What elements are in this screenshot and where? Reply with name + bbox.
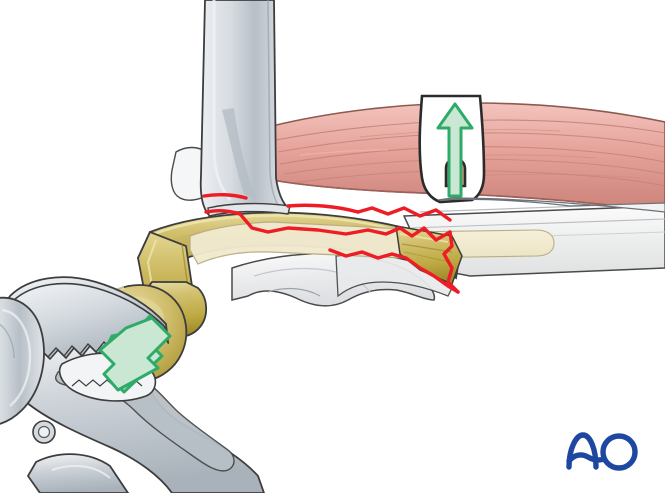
forceps-shank [0,296,45,425]
arrow-up-icon [436,102,474,198]
fracture-line [202,192,460,294]
soft-tissue-flap [231,252,453,307]
muscle-retractor-band [418,94,486,204]
ao-logo-mark [566,432,638,471]
tissue-tab [170,146,207,201]
forceps-lower-stub [26,453,130,493]
arrow-down-left [98,314,172,394]
ao-logo: AO AO [566,432,638,471]
